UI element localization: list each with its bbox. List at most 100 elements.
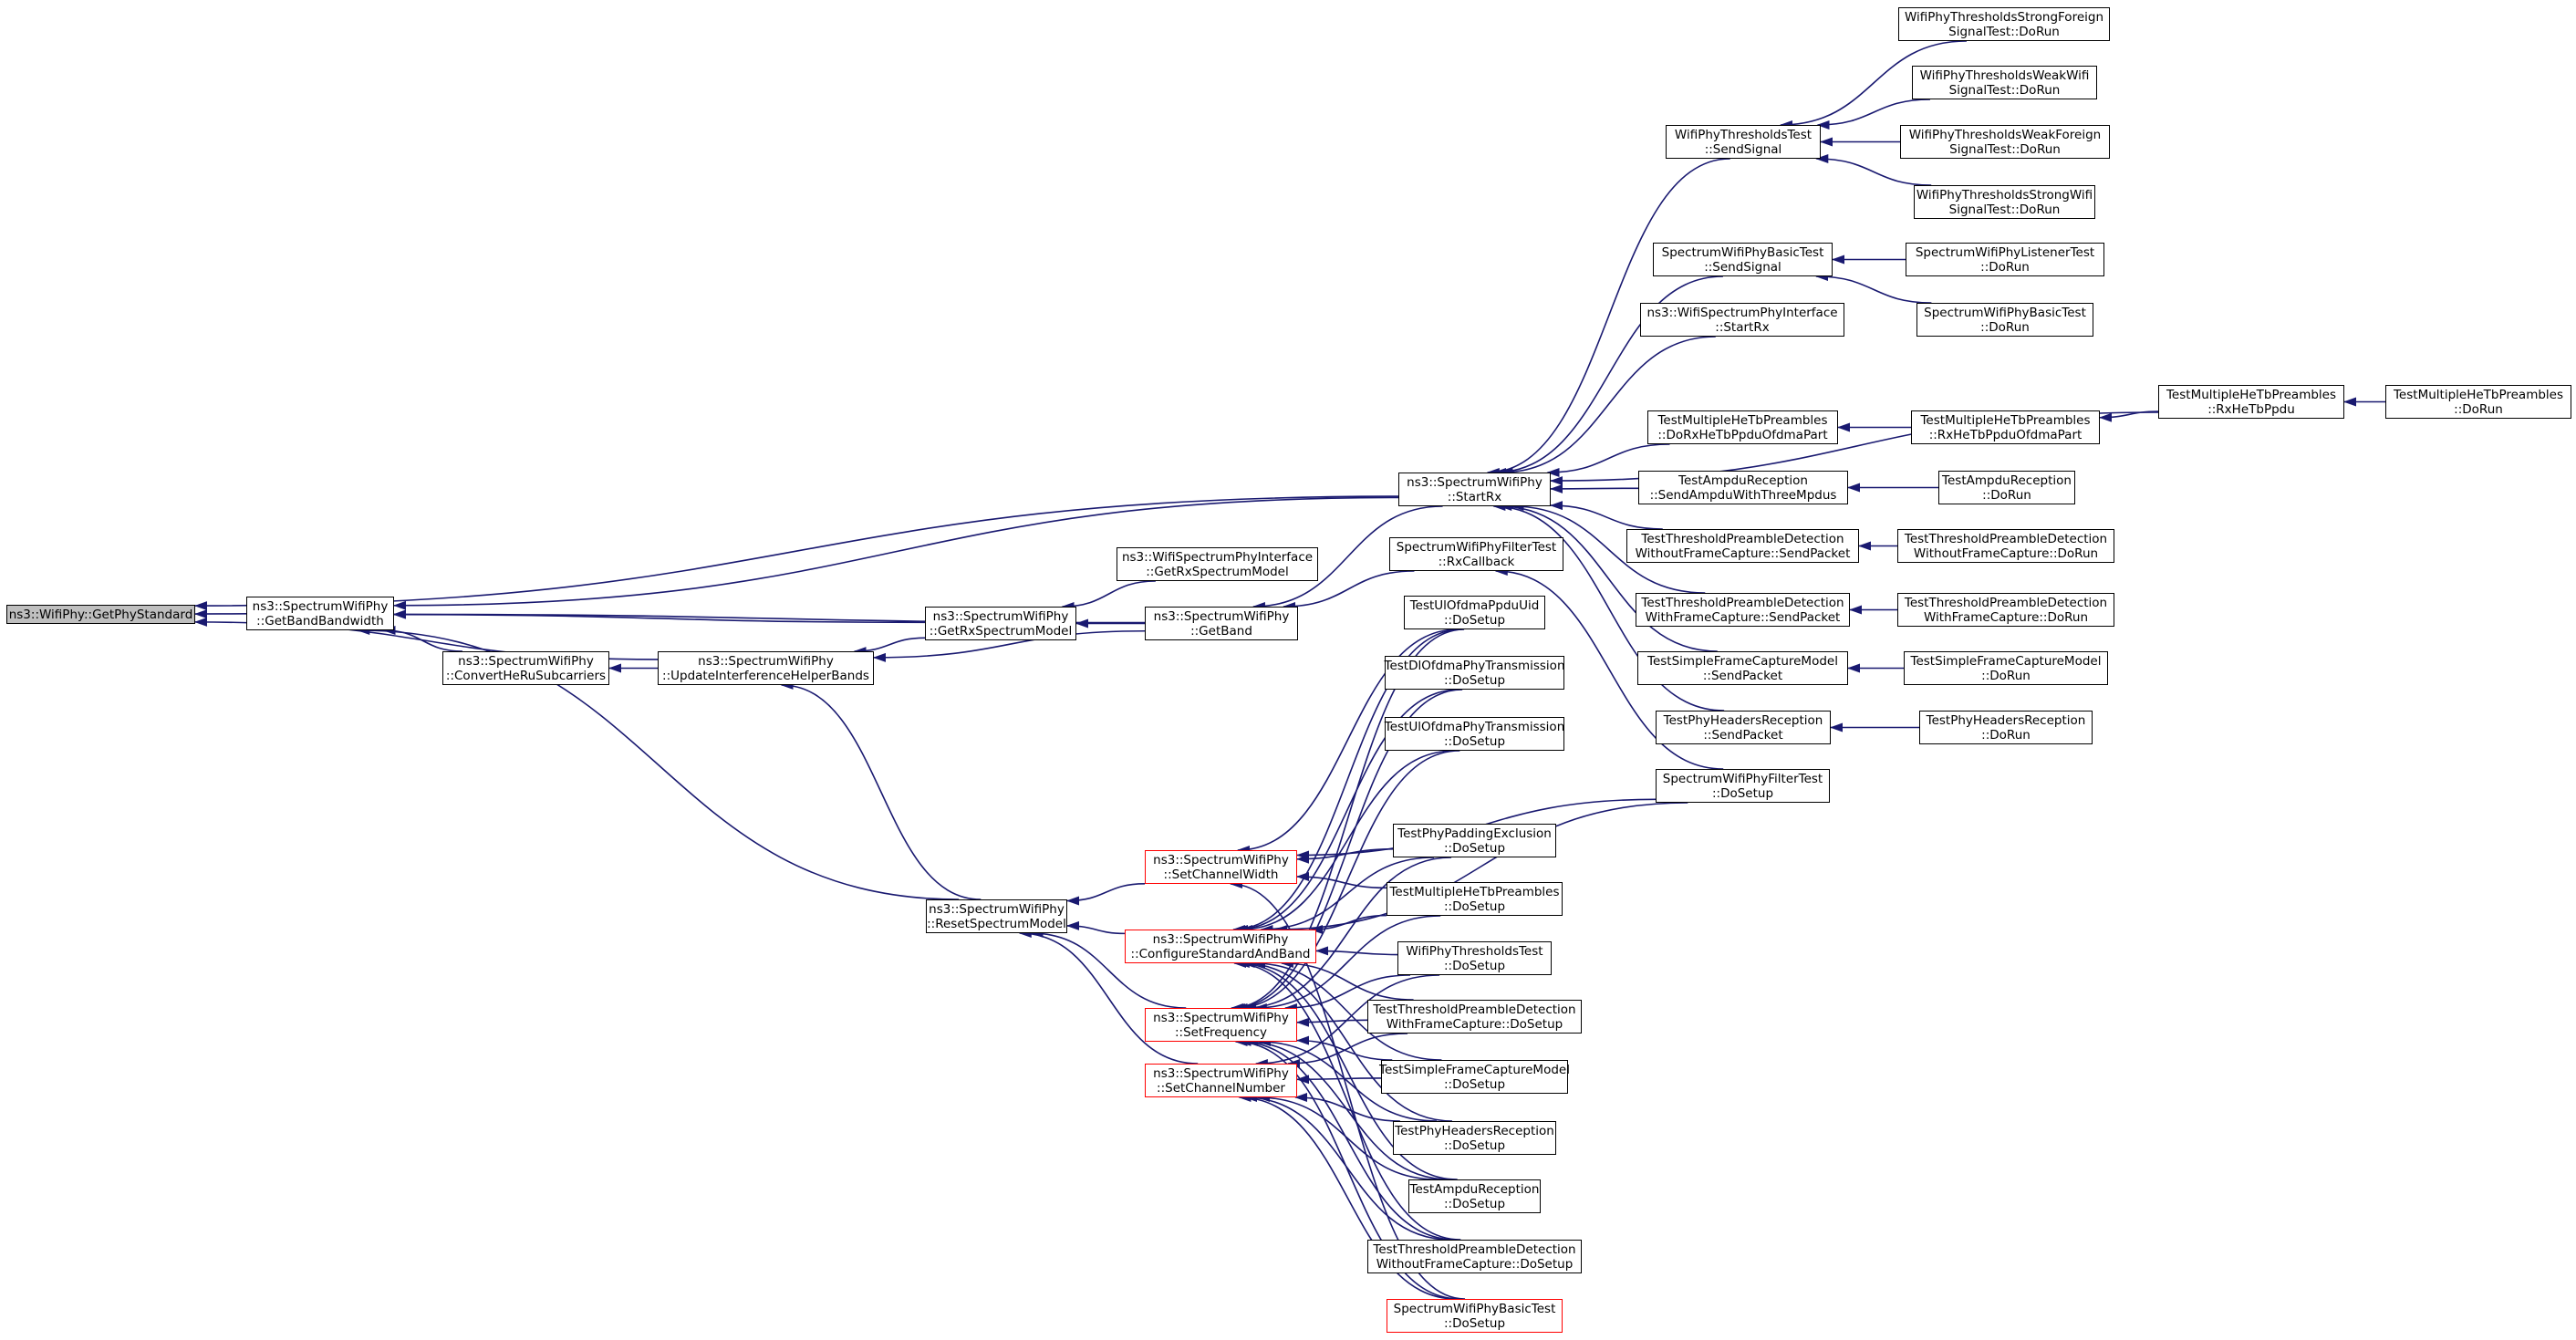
graph-node-ampdureception_dorun[interactable]: TestAmpduReception::DoRun (1938, 471, 2075, 504)
call-edge-resetspectrummodel-to-getbandbandwidth (357, 626, 960, 900)
graph-node-multiplehetbpreambles_rxhetbppduofdmapart[interactable]: TestMultipleHeTbPreambles::RxHeTbPpduOfd… (1911, 410, 2100, 444)
graph-node-phypaddingexclusion_dosetup[interactable]: TestPhyPaddingExclusion::DoSetup (1393, 824, 1556, 857)
graph-node-label: ::DoSetup (1443, 1196, 1506, 1211)
graph-node-label: ::RxHeTbPpduOfdmaPart (1928, 427, 2083, 442)
graph-node-spectrumwifiphybasictest_sendsignal[interactable]: SpectrumWifiPhyBasicTest::SendSignal (1653, 243, 1833, 276)
graph-node-label: ::StartRx (1447, 489, 1502, 504)
graph-node-ulofdmappduuid_dosetup[interactable]: TestUlOfdmaPpduUid::DoSetup (1404, 596, 1545, 629)
graph-node-label: ::DoSetup (1443, 1076, 1506, 1092)
graph-node-label: ::DoSetup (1443, 840, 1506, 856)
graph-node-configurestandardandband[interactable]: ns3::SpectrumWifiPhy::ConfigureStandardA… (1125, 930, 1316, 963)
call-edge-ulofdmappduuid_dosetup-to-configurestandardandband (1232, 628, 1462, 934)
graph-node-label: SignalTest::DoRun (1948, 202, 2061, 217)
graph-node-label: SpectrumWifiPhyBasicTest (1924, 305, 2086, 320)
call-edge-simpleframecapture_dosetup-to-configurestandardandband (1252, 959, 1442, 1061)
graph-node-label: WithoutFrameCapture::DoRun (1913, 545, 2099, 561)
graph-node-setfrequency[interactable]: ns3::SpectrumWifiPhy::SetFrequency (1145, 1008, 1297, 1042)
graph-node-label: ::SetChannelWidth (1163, 867, 1279, 882)
graph-node-label: ::GetBand (1190, 623, 1252, 639)
graph-node-label: TestMultipleHeTbPreambles (1920, 412, 2091, 428)
graph-node-phyheadersreception_dorun[interactable]: TestPhyHeadersReception::DoRun (1919, 711, 2093, 744)
call-edge-resetspectrummodel-to-updateinterferencehelperbands (780, 680, 982, 900)
call-edge-spectrumwifiphybasictest_dosetup-to-setfrequency (1234, 1037, 1460, 1300)
call-edge-setchannelwidth-to-resetspectrummodel (1066, 883, 1146, 906)
call-edge-filtertest_dosetup-to-configurestandardandband (1274, 802, 1688, 934)
graph-node-setchannelnumber[interactable]: ns3::SpectrumWifiPhy::SetChannelNumber (1145, 1064, 1297, 1097)
call-edge-simpleframecapture_dosetup-to-setchannelnumber (1296, 1075, 1382, 1085)
graph-node-updateinterferencehelperbands[interactable]: ns3::SpectrumWifiPhy::UpdateInterference… (658, 651, 874, 685)
graph-node-wifispectrumphyinterface_getrxspectrummodel[interactable]: ns3::WifiSpectrumPhyInterface::GetRxSpec… (1117, 547, 1318, 581)
graph-node-setchannelwidth[interactable]: ns3::SpectrumWifiPhy::SetChannelWidth (1145, 850, 1297, 884)
graph-node-label: ::SendSignal (1704, 141, 1782, 157)
graph-node-getband[interactable]: ns3::SpectrumWifiPhy::GetBand (1145, 607, 1298, 640)
call-edge-setchannelnumber-to-resetspectrummodel (1018, 929, 1199, 1065)
call-edge-phyheadersreception_dosetup-to-setfrequency (1257, 1037, 1438, 1122)
call-edge-thresholdwithcapture_dosetup-to-configurestandardandband (1280, 959, 1414, 1001)
graph-node-spectrumwifiphybasictest_dosetup[interactable]: SpectrumWifiPhyBasicTest::DoSetup (1387, 1299, 1563, 1333)
graph-node-label: ::DoRxHeTbPpduOfdmaPart (1657, 427, 1828, 442)
graph-node-dlofdmaphytransmission_dosetup[interactable]: TestDlOfdmaPhyTransmission::DoSetup (1384, 656, 1565, 690)
graph-node-label: TestDlOfdmaPhyTransmission (1384, 658, 1565, 673)
graph-node-multiplehetbpreambles_dosetup[interactable]: TestMultipleHeTbPreambles::DoSetup (1387, 882, 1563, 916)
graph-node-simpleframecapture_dosetup[interactable]: TestSimpleFrameCaptureModel::DoSetup (1379, 1060, 1570, 1094)
graph-node-startrx[interactable]: ns3::SpectrumWifiPhy::StartRx (1398, 473, 1551, 506)
call-edge-phyheadersreception_dosetup-to-setchannelnumber (1294, 1093, 1400, 1122)
call-edge-startrx-to-getbandbandwidth (393, 496, 1399, 610)
graph-node-label: SpectrumWifiPhyBasicTest (1661, 244, 1824, 260)
graph-node-label: WithoutFrameCapture::SendPacket (1635, 545, 1851, 561)
graph-node-ampdureception_sendampduwiththreempdus[interactable]: TestAmpduReception::SendAmpduWithThreeMp… (1638, 471, 1848, 504)
graph-node-label: ns3::SpectrumWifiPhy (458, 653, 594, 669)
graph-node-spectrumwifiphybasictest_dorun[interactable]: SpectrumWifiPhyBasicTest::DoRun (1916, 303, 2093, 337)
graph-node-filtertest_dosetup[interactable]: SpectrumWifiPhyFilterTest::DoSetup (1656, 769, 1830, 803)
graph-node-label: ::GetRxSpectrumModel (929, 623, 1073, 639)
graph-node-label: WifiPhyThresholdsStrongForeign (1904, 9, 2104, 25)
graph-node-ulofdmaphytransmission_dosetup[interactable]: TestUlOfdmaPhyTransmission::DoSetup (1385, 717, 1564, 751)
call-edge-dlofdmaphytransmission_dosetup-to-setfrequency (1231, 689, 1463, 1013)
graph-node-resetspectrummodel[interactable]: ns3::SpectrumWifiPhy::ResetSpectrumModel (926, 899, 1067, 933)
graph-node-getbandbandwidth[interactable]: ns3::SpectrumWifiPhy::GetBandBandwidth (246, 597, 394, 630)
graph-node-label: ::DoSetup (1443, 1315, 1506, 1331)
graph-node-simpleframecapture_dorun[interactable]: TestSimpleFrameCaptureModel::DoRun (1904, 651, 2108, 685)
graph-node-label: TestSimpleFrameCaptureModel (1379, 1062, 1570, 1077)
graph-node-wifiphythresholdstest_dosetup[interactable]: WifiPhyThresholdsTest::DoSetup (1397, 941, 1552, 975)
graph-node-label: ::DoSetup (1443, 672, 1506, 688)
graph-node-label: TestUlOfdmaPpduUid (1409, 597, 1540, 613)
graph-node-label: SignalTest::DoRun (1949, 141, 2061, 157)
call-edge-thresholdwithoutcapture_dosetup-to-configurestandardandband (1233, 959, 1461, 1241)
graph-node-label: WifiPhyThresholdsTest (1674, 127, 1813, 142)
graph-node-label: ns3::SpectrumWifiPhy (1153, 1010, 1289, 1025)
graph-node-convertherusubcarriers[interactable]: ns3::SpectrumWifiPhy::ConvertHeRuSubcarr… (442, 651, 609, 685)
graph-node-simpleframecapture_sendpacket[interactable]: TestSimpleFrameCaptureModel::SendPacket (1637, 651, 1848, 685)
graph-node-phyheadersreception_dosetup[interactable]: TestPhyHeadersReception::DoSetup (1393, 1121, 1556, 1155)
graph-node-getrxspectrummodel[interactable]: ns3::SpectrumWifiPhy::GetRxSpectrumModel (925, 607, 1076, 640)
graph-node-multiplehetbpreambles_dorxhetbppduofdmapart[interactable]: TestMultipleHeTbPreambles::DoRxHeTbPpduO… (1647, 410, 1838, 444)
call-edge-thresholdwithoutcapture_sendpacket-to-startrx (1550, 501, 1663, 530)
graph-node-wifispectrumphyinterface_startrx[interactable]: ns3::WifiSpectrumPhyInterface::StartRx (1640, 303, 1844, 337)
graph-node-phyheadersreception_sendpacket[interactable]: TestPhyHeadersReception::SendPacket (1656, 711, 1831, 744)
graph-node-filtertest_rxcallback[interactable]: SpectrumWifiPhyFilterTest::RxCallback (1389, 537, 1563, 571)
graph-node-ampdureception_dosetup[interactable]: TestAmpduReception::DoSetup (1408, 1179, 1541, 1213)
graph-node-label: ns3::SpectrumWifiPhy (932, 608, 1069, 624)
call-edge-dlofdmaphytransmission_dosetup-to-configurestandardandband (1235, 689, 1459, 934)
call-edge-strongwifi_dorun-to-wifiphythresholdstest_sendsignal (1815, 154, 1932, 186)
call-edge-spectrumwifiphybasictest_dorun-to-spectrumwifiphybasictest_sendsignal (1815, 272, 1932, 304)
graph-node-label: ::RxHeTbPpdu (2207, 401, 2295, 417)
call-edge-ulofdmappduuid_dosetup-to-setchannelwidth (1236, 628, 1459, 855)
graph-node-label: TestSimpleFrameCaptureModel (1647, 653, 1838, 669)
graph-node-label: TestThresholdPreambleDetection (1904, 531, 2108, 546)
graph-node-multiplehetbpreambles_rxhetbppdu[interactable]: TestMultipleHeTbPreambles::RxHeTbPpdu (2158, 385, 2344, 419)
graph-node-listenertest_dorun[interactable]: SpectrumWifiPhyListenerTest::DoRun (1906, 243, 2104, 276)
graph-node-label: ::DoSetup (1711, 785, 1774, 801)
graph-node-wifiphythresholdstest_sendsignal[interactable]: WifiPhyThresholdsTest::SendSignal (1666, 125, 1821, 159)
graph-node-multiplehetbpreambles_dorun[interactable]: TestMultipleHeTbPreambles::DoRun (2385, 385, 2571, 419)
